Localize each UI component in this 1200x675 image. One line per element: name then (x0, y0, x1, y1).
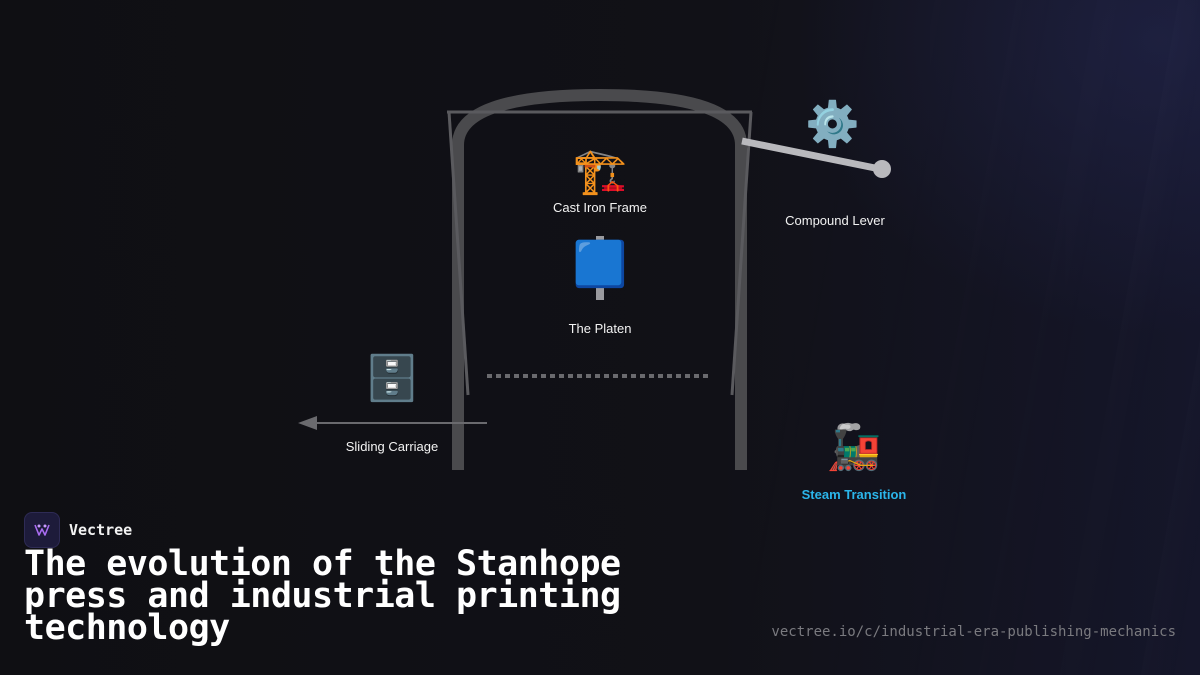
the-platen-label: The Platen (568, 321, 632, 336)
file-cabinet-icon: 🗄️ (364, 354, 420, 403)
compound-lever-label: Compound Lever (785, 213, 885, 228)
brand-name: Vectree (69, 521, 133, 539)
page-title: The evolution of the Stanhope press and … (24, 544, 621, 648)
frame-arch (452, 88, 747, 470)
sliding-carriage-label: Sliding Carriage (345, 439, 439, 454)
platen-spindle-top (596, 236, 604, 248)
frame-inner-right (730, 111, 753, 396)
blue-square-icon: 🟦 (572, 240, 628, 289)
lever-knob (873, 160, 891, 178)
page-url[interactable]: vectree.io/c/industrial-era-publishing-m… (771, 624, 1176, 640)
construction-crane-icon: 🏗️ (572, 147, 628, 196)
node-steam-transition: 🚂 Steam Transition (789, 423, 919, 503)
carriage-arrow-head (298, 416, 317, 430)
node-the-platen: 🟦 The Platen (540, 240, 660, 337)
platen-spindle-bottom (596, 288, 604, 300)
lever-arm (741, 137, 881, 173)
cast-iron-frame-label: Cast Iron Frame (553, 200, 647, 215)
node-cast-iron-frame: 🏗️ Cast Iron Frame (540, 147, 660, 216)
vectree-logo-icon (24, 512, 60, 548)
steam-transition-label: Steam Transition (801, 487, 907, 502)
node-sliding-carriage: 🗄️ Sliding Carriage (332, 354, 452, 455)
frame-inner-left (447, 111, 470, 396)
node-compound-lever: ⚙️ Compound Lever (770, 103, 900, 229)
locomotive-icon: 🚂 (826, 423, 882, 472)
gear-icon: ⚙️ (805, 100, 860, 149)
brand[interactable]: Vectree (24, 512, 132, 548)
